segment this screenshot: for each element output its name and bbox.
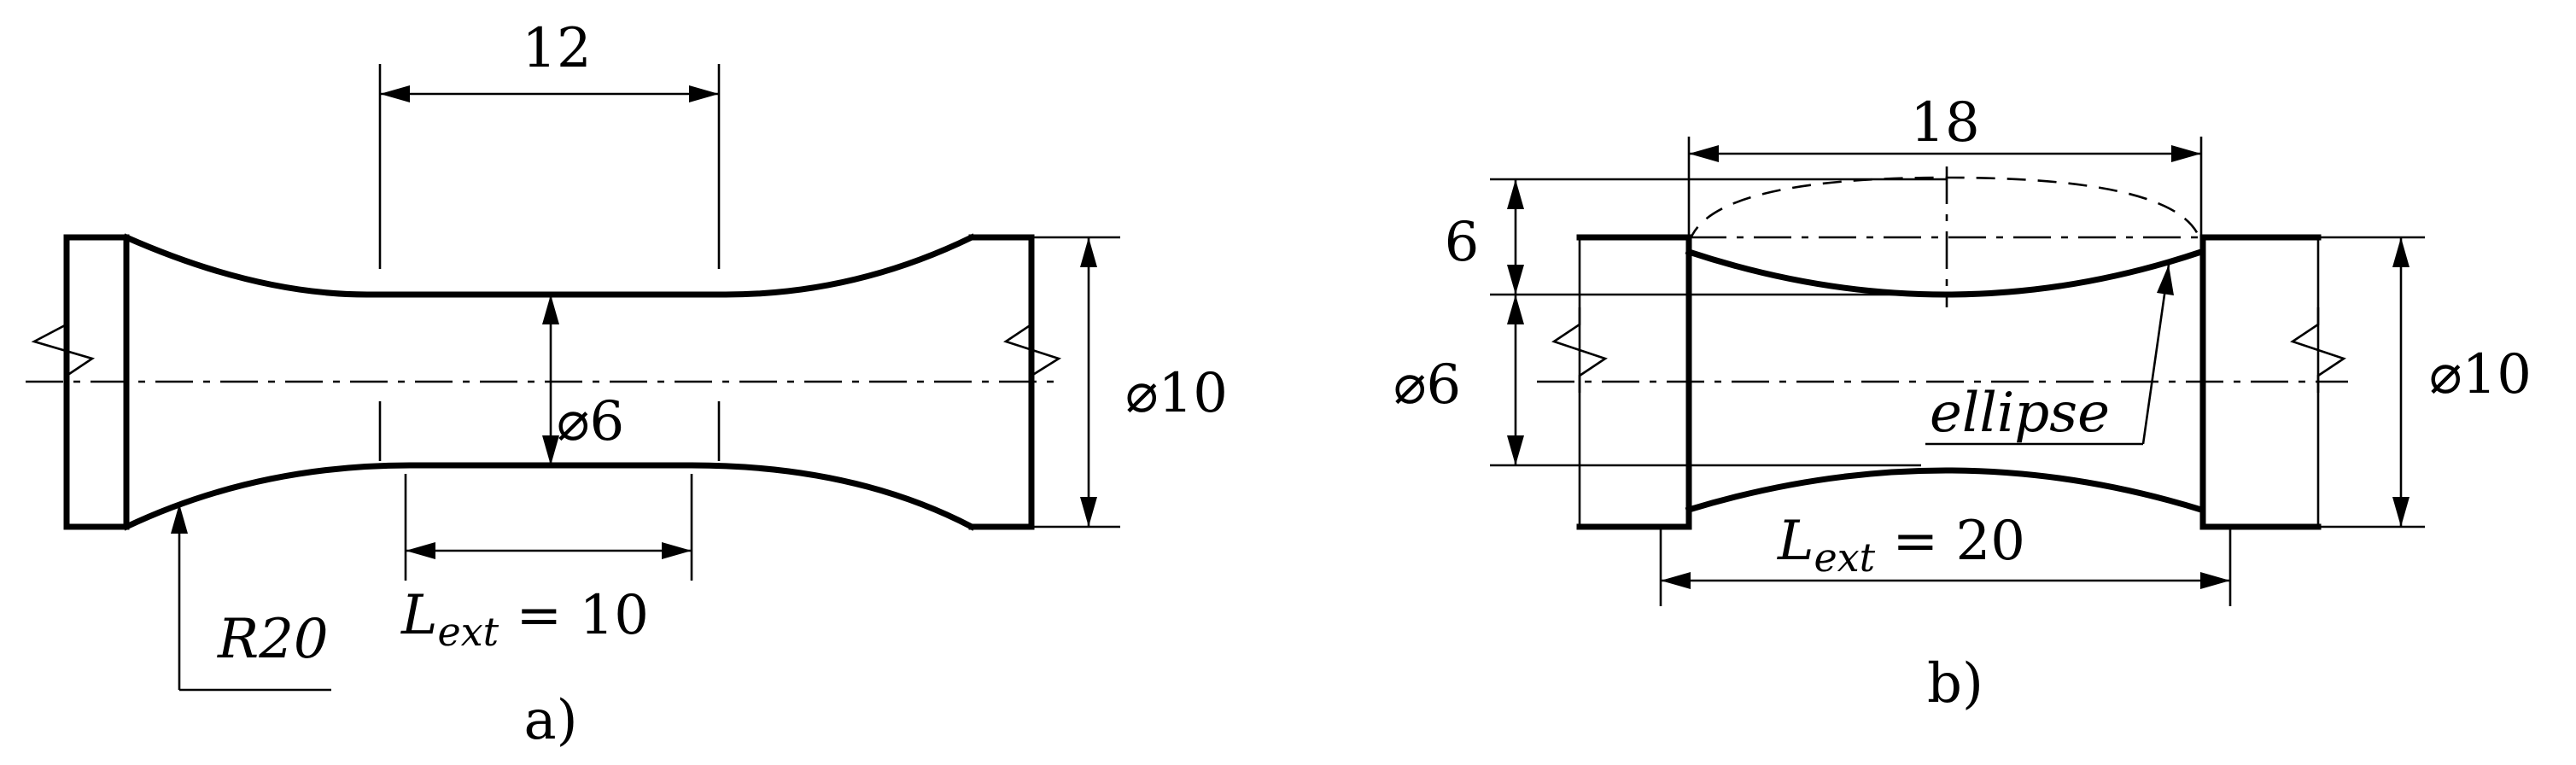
figure-a-dim-lext: Lext = 10 — [400, 474, 693, 655]
figure-b-ellipse-label: ellipse — [1930, 382, 2110, 445]
figure-a: 12 ⌀6 ⌀10 Lext = 10 — [26, 17, 1228, 752]
figure-b-dim-diameter-6-label: ⌀6 — [1393, 353, 1461, 417]
figure-b-dim-18: 18 — [1687, 91, 2203, 237]
figure-a-dim-12-label: 12 — [522, 17, 591, 80]
figure-b-dim-lext-label: Lext = 20 — [1777, 510, 2025, 581]
figure-a-dim-12: 12 — [378, 17, 721, 269]
figure-b-dim-lext: Lext = 20 — [1659, 510, 2232, 606]
figure-a-dim-diameter-10-label: ⌀10 — [1125, 362, 1228, 425]
figure-b-dim-18-label: 18 — [1910, 91, 1979, 155]
figure-b-ellipse-leader: ellipse — [1925, 264, 2174, 446]
figure-a-caption: a) — [523, 689, 577, 752]
figure-b: 18 6 ⌀6 ⌀10 — [1393, 91, 2532, 715]
figure-a-dim-lext-label: Lext = 10 — [400, 584, 649, 655]
figure-b-caption: b) — [1927, 652, 1983, 715]
figure-b-dim-diameter-6: ⌀6 — [1393, 295, 1921, 467]
figure-a-dim-diameter-10: ⌀10 — [1031, 236, 1228, 528]
figure-b-ellipse-outline — [1687, 176, 2203, 244]
figure-b-dim-diameter-10: ⌀10 — [2318, 236, 2532, 528]
figure-a-dim-diameter-6: ⌀6 — [378, 295, 721, 465]
figure-a-radius-label: R20 — [217, 608, 329, 671]
figure-b-dim-6-label: 6 — [1445, 211, 1480, 274]
figure-a-dim-diameter-6-label: ⌀6 — [557, 390, 624, 453]
figure-b-dim-6: 6 — [1445, 178, 1947, 296]
figure-b-dim-diameter-10-label: ⌀10 — [2429, 343, 2532, 406]
figure-a-radius-leader: R20 — [171, 504, 331, 692]
